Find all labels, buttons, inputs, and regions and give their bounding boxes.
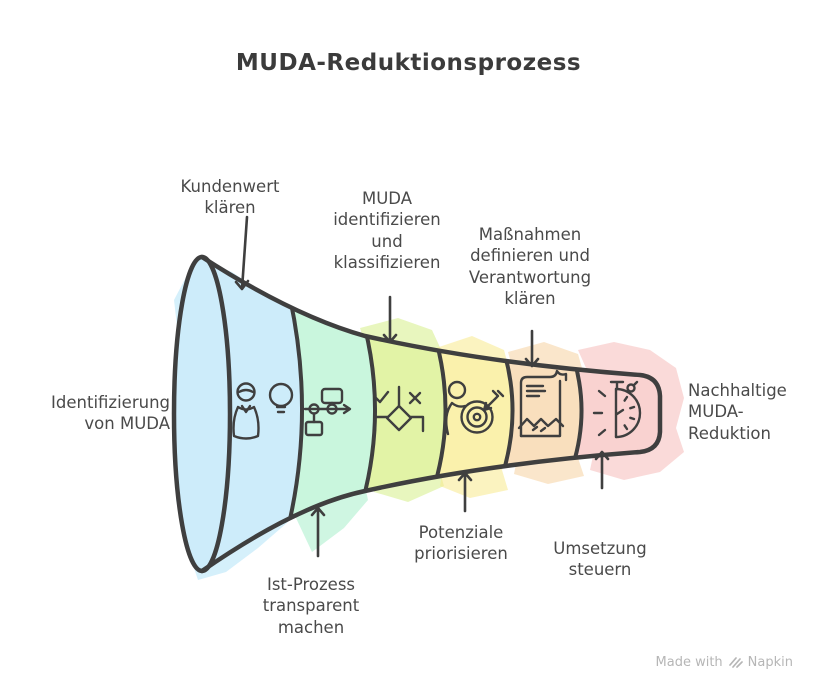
segment-divider — [361, 326, 377, 502]
stage-label-ist-prozess: Ist-Prozess transparent machen — [262, 575, 360, 637]
funnel-output-label: Nachhaltige MUDA-Reduktion — [688, 381, 787, 443]
funnel-input-label: Identifizierung von MUDA — [51, 393, 170, 434]
watermark: Made with Napkin — [656, 655, 793, 670]
arrow-stage-1 — [234, 215, 250, 291]
arrow-stage-4 — [457, 471, 473, 513]
arrow-stage-2 — [310, 506, 326, 558]
arrow-stage-3 — [382, 295, 398, 344]
napkin-logo-icon — [728, 657, 743, 668]
stage-label-massnahmen: Maßnahmen definieren und Verantwortung k… — [468, 225, 592, 309]
stage-label-umsetzung: Umsetzung steuern — [553, 539, 647, 580]
segment-divider — [501, 353, 515, 475]
segment-divider — [571, 361, 584, 467]
arrow-stage-5 — [524, 329, 540, 368]
funnel-mouth-rim — [171, 254, 233, 574]
segment-divider — [433, 342, 448, 486]
decision-check-cross-icon — [373, 385, 425, 433]
person-lightbulb-icon — [232, 382, 294, 440]
stopwatch-icon — [592, 380, 642, 439]
stage-label-potenziale: Potenziale priorisieren — [414, 523, 508, 564]
funnel-outline — [199, 254, 663, 574]
stage-arrows — [234, 215, 610, 558]
document-handshake-icon — [517, 369, 568, 438]
stage-label-muda-identifizieren: MUDA identifizieren und klassifizieren — [333, 189, 441, 273]
person-target-dart-icon — [445, 380, 505, 436]
flowchart-icon — [303, 387, 352, 437]
arrow-stage-6 — [594, 450, 610, 490]
watermark-brand: Napkin — [747, 655, 793, 670]
segment-divider — [286, 296, 304, 530]
watermark-text: Made with — [655, 655, 723, 670]
stage-label-kundenwert: Kundenwert klären — [180, 177, 280, 218]
page-title: MUDA-Reduktionsprozess — [235, 50, 582, 76]
